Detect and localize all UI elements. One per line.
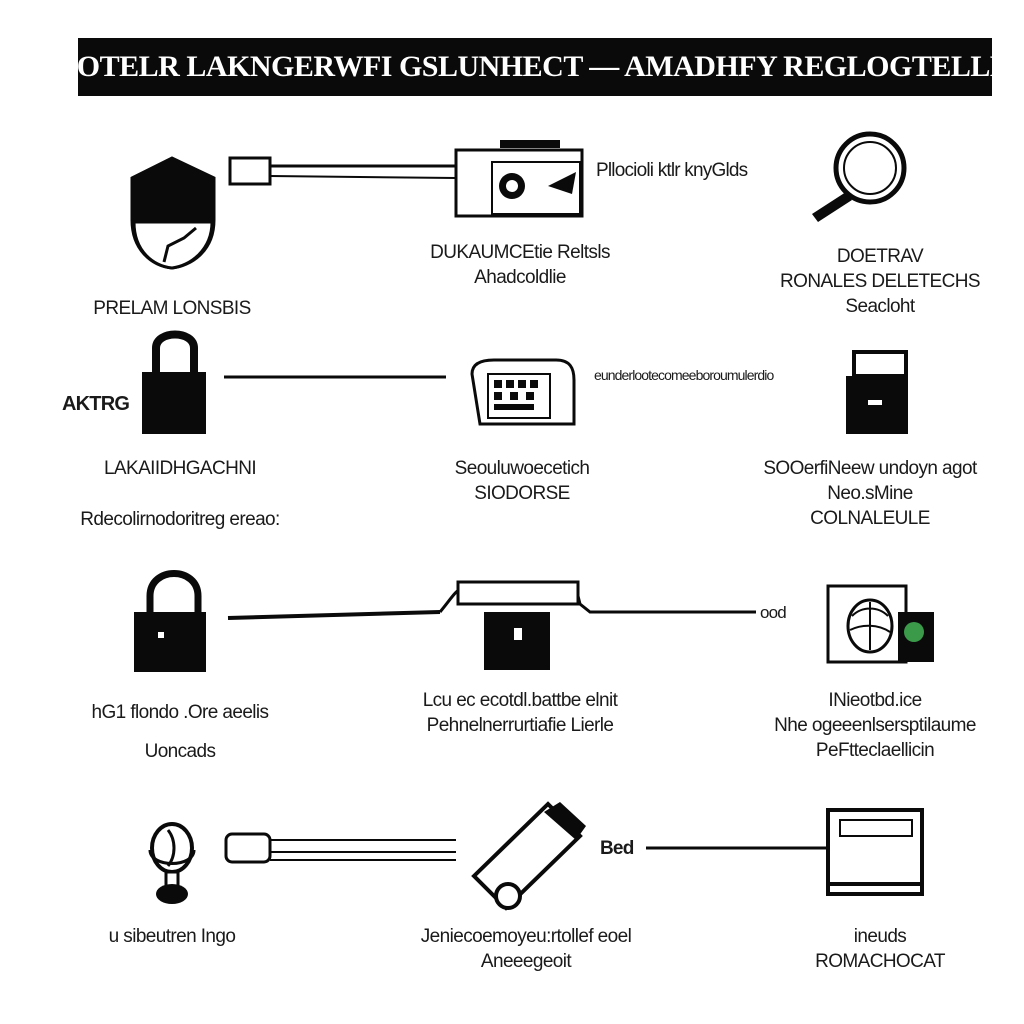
caption-line: LAKAIIDHGACHNI bbox=[103, 458, 257, 479]
padlock-icon bbox=[142, 330, 206, 434]
component-caption: hG1 flondo .Ore aeelis Uoncads bbox=[40, 700, 320, 764]
component-caption: Lcu ec ecotdl.battbe elnit Pehnelnerrurt… bbox=[380, 688, 660, 738]
caption-line: Lcu ec ecotdl.battbe elnit bbox=[422, 690, 618, 711]
storage-box-icon bbox=[846, 350, 908, 434]
card-reader-icon bbox=[456, 580, 580, 670]
shield-icon bbox=[130, 156, 216, 270]
connector-label: ood bbox=[760, 603, 787, 622]
caption-line: Seacloht bbox=[845, 296, 915, 317]
caption-line: Rdecolirnodoritreg ereao: bbox=[80, 509, 280, 530]
brain-display-icon bbox=[826, 584, 934, 664]
caption-line: hG1 flondo .Ore aeelis bbox=[91, 702, 270, 723]
monitor-icon bbox=[826, 808, 924, 896]
component-caption: DUKAUMCEtie Reltsls Ahadcoldlie bbox=[380, 240, 660, 290]
connector-label: Bed bbox=[600, 838, 634, 859]
caption-line: ROMACHOCAT bbox=[815, 951, 945, 972]
caption-line: Pehnelnerrurtiafie Lierle bbox=[426, 715, 614, 736]
caption-line: SIODORSE bbox=[474, 483, 570, 504]
caption-line: Aneeegeoit bbox=[480, 951, 572, 972]
caption-line: Ahadcoldlie bbox=[474, 267, 566, 288]
caption-line: u sibeutren Ingo bbox=[108, 926, 236, 947]
caption-line: COLNALEULE bbox=[810, 508, 930, 529]
caption-line: ineuds bbox=[853, 926, 907, 947]
component-caption: SOOerfiNeew undoyn agot Neo.sMine COLNAL… bbox=[730, 456, 1010, 531]
microphone-icon bbox=[148, 822, 196, 904]
connector-label: AKTRG bbox=[62, 393, 130, 415]
usb-stick-icon bbox=[471, 801, 586, 911]
keyboard-icon bbox=[470, 358, 576, 426]
title-banner: PLOTELR LAKNGERWFI GSLUNHECT — AMADHFY R… bbox=[78, 38, 992, 96]
caption-line: Neo.sMine bbox=[827, 483, 913, 504]
component-caption: Jeniecoemoyeu:rtollef eoel Aneeegeoit bbox=[376, 924, 676, 974]
component-caption: Seouluwoecetich SIODORSE bbox=[392, 456, 652, 506]
caption-line: DUKAUMCEtie Reltsls bbox=[430, 242, 610, 263]
component-caption: INieotbd.ice Nhe ogeeenlsersptilaume PeF… bbox=[730, 688, 1020, 763]
camera-device-icon bbox=[454, 140, 584, 218]
caption-line: DOETRAV bbox=[836, 246, 924, 267]
component-caption: ineuds ROMACHOCAT bbox=[780, 924, 980, 974]
caption-line: RONALES DELETECHS bbox=[780, 271, 981, 292]
component-caption: DOETRAV RONALES DELETECHS Seacloht bbox=[760, 244, 1000, 319]
magnifier-icon bbox=[812, 131, 907, 222]
caption-line: Nhe ogeeenlsersptilaume bbox=[774, 715, 976, 736]
caption-line: PeFtteclaellicin bbox=[815, 740, 935, 761]
connector-cable bbox=[224, 832, 456, 864]
component-caption: LAKAIIDHGACHNI Rdecolirnodoritreg ereao: bbox=[40, 456, 320, 532]
caption-line: INieotbd.ice bbox=[828, 690, 922, 711]
connector-label: Pllocioli ktlr knyGlds bbox=[596, 160, 748, 181]
caption-line: Uoncads bbox=[144, 741, 216, 762]
caption-line: Seouluwoecetich bbox=[454, 458, 590, 479]
component-caption: PRELAM LONSBIS bbox=[72, 296, 272, 321]
component-caption: u sibeutren Ingo bbox=[62, 924, 282, 949]
caption-line: Jeniecoemoyeu:rtollef eoel bbox=[420, 926, 632, 947]
caption-line: PRELAM LONSBIS bbox=[93, 298, 251, 319]
connector-label: eunderlootecomeeboroumulerdio bbox=[594, 367, 774, 383]
connector-cable bbox=[228, 156, 457, 186]
padlock-icon bbox=[134, 570, 206, 672]
caption-line: SOOerfiNeew undoyn agot bbox=[763, 458, 977, 479]
